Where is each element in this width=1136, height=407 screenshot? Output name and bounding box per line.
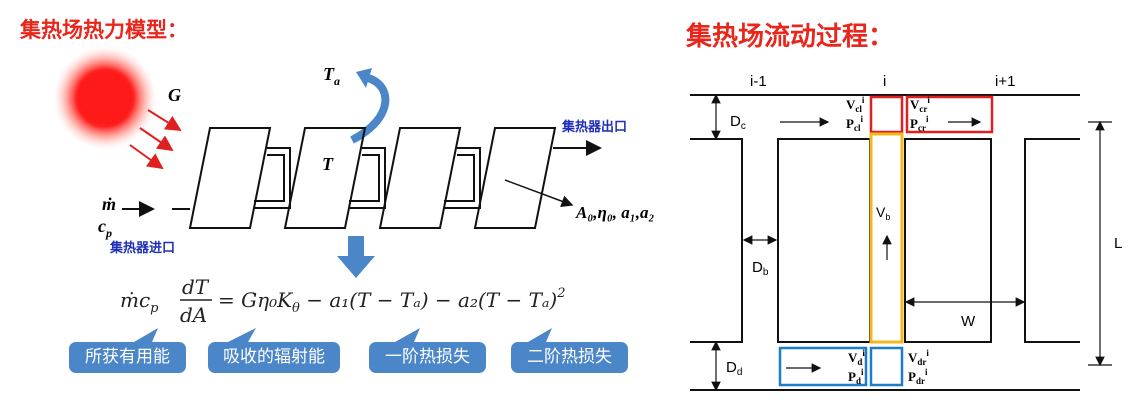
thermal-model-diagram: G Ta ṁ cp 集热器进口 集热器出口 T A₀,η₀, a₁,a₂ ṁcp	[53, 46, 654, 342]
svg-text:Vdi: Vdi	[848, 348, 865, 367]
flow-process-diagram: i-1 i i+1 L Dc Db W Dd Vb Vcli Pcli	[690, 73, 1122, 392]
params-pointer	[504, 179, 574, 207]
top-right-vars: Vcri Pcri	[910, 95, 930, 133]
svg-text:Vcri: Vcri	[910, 95, 930, 114]
channel-walls	[690, 94, 1080, 391]
svg-text:dA: dA	[180, 303, 207, 327]
svg-text:= Gη₀Kθ − a₁(T − Tₐ) − a₂(T −: = Gη₀Kθ − a₁(T − Tₐ) − a₂(T − Tₐ)2	[218, 286, 566, 316]
params-label: A₀,η₀, a₁,a₂	[575, 203, 654, 222]
heat-loss-arrowhead	[356, 68, 372, 88]
sun-icon	[78, 71, 132, 125]
energy-equation: ṁcp dT dA = Gη₀Kθ − a₁(T − Tₐ) − a₂(T − …	[120, 275, 566, 327]
label-T: T	[322, 154, 334, 174]
label-Vb: Vb	[876, 204, 890, 222]
inlet-label: 集热器进口	[109, 240, 175, 256]
label-Dc: Dc	[730, 113, 746, 132]
blue-box-d	[869, 346, 904, 387]
outlet-label: 集热器出口	[561, 119, 627, 135]
svg-text:Vcli: Vcli	[846, 95, 865, 114]
red-box-cr	[905, 95, 994, 134]
col-label-prev: i-1	[750, 73, 767, 90]
svg-text:ṁcp: ṁcp	[120, 288, 159, 316]
derive-arrow	[337, 236, 375, 278]
callout-pointers	[134, 328, 552, 342]
col-label-current: i	[883, 73, 886, 90]
label-W: W	[961, 313, 976, 330]
label-mdot: ṁ	[102, 194, 116, 214]
left-title: 集热场热力模型：	[20, 18, 188, 42]
right-title: 集热场流动过程：	[686, 22, 895, 52]
label-G: G	[168, 85, 181, 105]
callout-second-order-loss: 二阶热损失	[511, 342, 628, 373]
irradiance-rays	[129, 109, 182, 170]
bottom-right-vars: Vdri Pdri	[908, 348, 929, 386]
callout-first-order-loss: 一阶热损失	[369, 342, 486, 373]
label-Ta: Ta	[323, 64, 340, 88]
callout-absorbed-radiation: 吸收的辐射能	[208, 342, 340, 373]
svg-text:Vdri: Vdri	[908, 348, 929, 367]
top-left-vars: Vcli Pcli	[846, 95, 865, 133]
label-L: L	[1114, 235, 1122, 252]
bottom-left-vars: Vdi Pdi	[848, 348, 865, 386]
label-Dd: Dd	[726, 359, 742, 378]
svg-text:Pdri: Pdri	[908, 367, 928, 386]
L-dimension	[1088, 120, 1112, 367]
svg-text:Pdi: Pdi	[848, 367, 864, 386]
blue-box-dl	[778, 346, 868, 387]
col-label-next: i+1	[995, 73, 1015, 90]
heat-loss-arrow	[350, 74, 390, 144]
yellow-box-riser	[869, 132, 904, 344]
svg-text:Pcri: Pcri	[910, 114, 929, 133]
svg-text:Pcli: Pcli	[846, 114, 863, 133]
svg-text:dT: dT	[182, 275, 210, 299]
red-box-cl	[869, 95, 904, 134]
callout-useful-energy: 所获有用能	[69, 342, 186, 373]
collector-chain	[172, 127, 568, 229]
label-Db: Db	[752, 259, 769, 278]
label-cp: cp	[98, 216, 112, 240]
